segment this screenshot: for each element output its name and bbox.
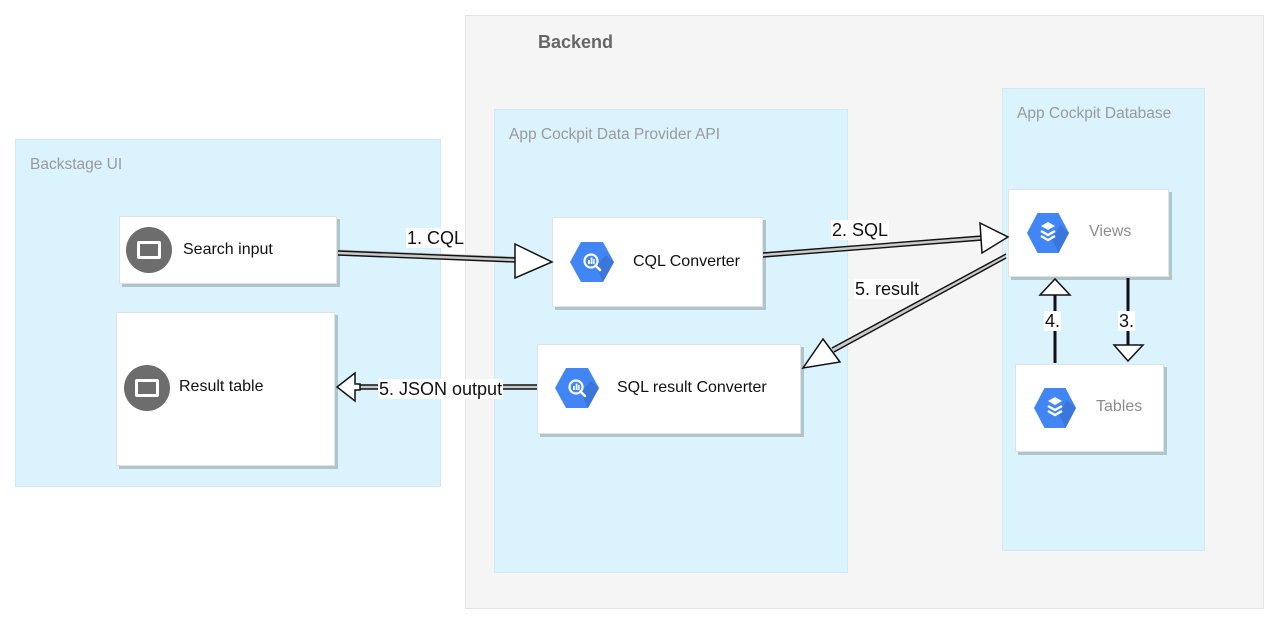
database-layers-icon bbox=[1027, 213, 1069, 253]
result-table-label: Result table bbox=[179, 378, 264, 395]
edge-label-result: 5. result bbox=[854, 279, 921, 299]
cql-converter-label: CQL Converter bbox=[633, 253, 740, 270]
bigquery-icon bbox=[570, 242, 614, 282]
browser-window-icon bbox=[124, 365, 170, 411]
arrowhead-icon bbox=[514, 242, 554, 280]
sql-result-converter-node[interactable]: SQL result Converter bbox=[537, 344, 801, 434]
arrowhead-icon bbox=[979, 221, 1010, 255]
tables-label: Tables bbox=[1096, 398, 1143, 415]
edge-label-4: 4. bbox=[1044, 311, 1062, 331]
arrowhead-icon bbox=[1038, 277, 1072, 296]
tables-node[interactable]: Tables bbox=[1015, 364, 1164, 452]
cql-converter-node[interactable]: CQL Converter bbox=[552, 217, 763, 307]
edge-cql-to-views[interactable] bbox=[762, 221, 1010, 258]
views-label: Views bbox=[1089, 223, 1132, 240]
result-table-node[interactable]: Result table bbox=[116, 312, 335, 466]
backstage-ui-title: Backstage UI bbox=[30, 156, 123, 173]
edge-label-cql: 1. CQL bbox=[406, 228, 466, 248]
data-provider-api-title: App Cockpit Data Provider API bbox=[509, 126, 721, 143]
arrowhead-icon bbox=[335, 371, 361, 403]
edge-search-to-cql[interactable] bbox=[337, 242, 554, 280]
bigquery-icon bbox=[555, 368, 599, 408]
browser-window-icon bbox=[126, 227, 172, 273]
arrowhead-icon bbox=[1112, 344, 1145, 363]
edge-views-to-sqlresult[interactable] bbox=[801, 253, 1008, 370]
search-input-label: Search input bbox=[183, 241, 273, 258]
edge-label-3: 3. bbox=[1118, 311, 1136, 331]
edge-label-json-output: 5. JSON output bbox=[378, 379, 504, 399]
data-provider-api-zone: App Cockpit Data Provider API bbox=[494, 109, 848, 573]
search-input-node[interactable]: Search input bbox=[119, 216, 337, 284]
arrowhead-icon bbox=[801, 337, 842, 370]
views-node[interactable]: Views bbox=[1008, 189, 1169, 277]
sql-result-converter-label: SQL result Converter bbox=[617, 379, 767, 396]
database-title: App Cockpit Database bbox=[1017, 105, 1172, 122]
backend-title: Backend bbox=[538, 32, 614, 52]
database-layers-icon bbox=[1034, 388, 1076, 428]
database-zone: App Cockpit Database bbox=[1002, 88, 1205, 551]
edge-label-sql: 2. SQL bbox=[831, 220, 890, 240]
